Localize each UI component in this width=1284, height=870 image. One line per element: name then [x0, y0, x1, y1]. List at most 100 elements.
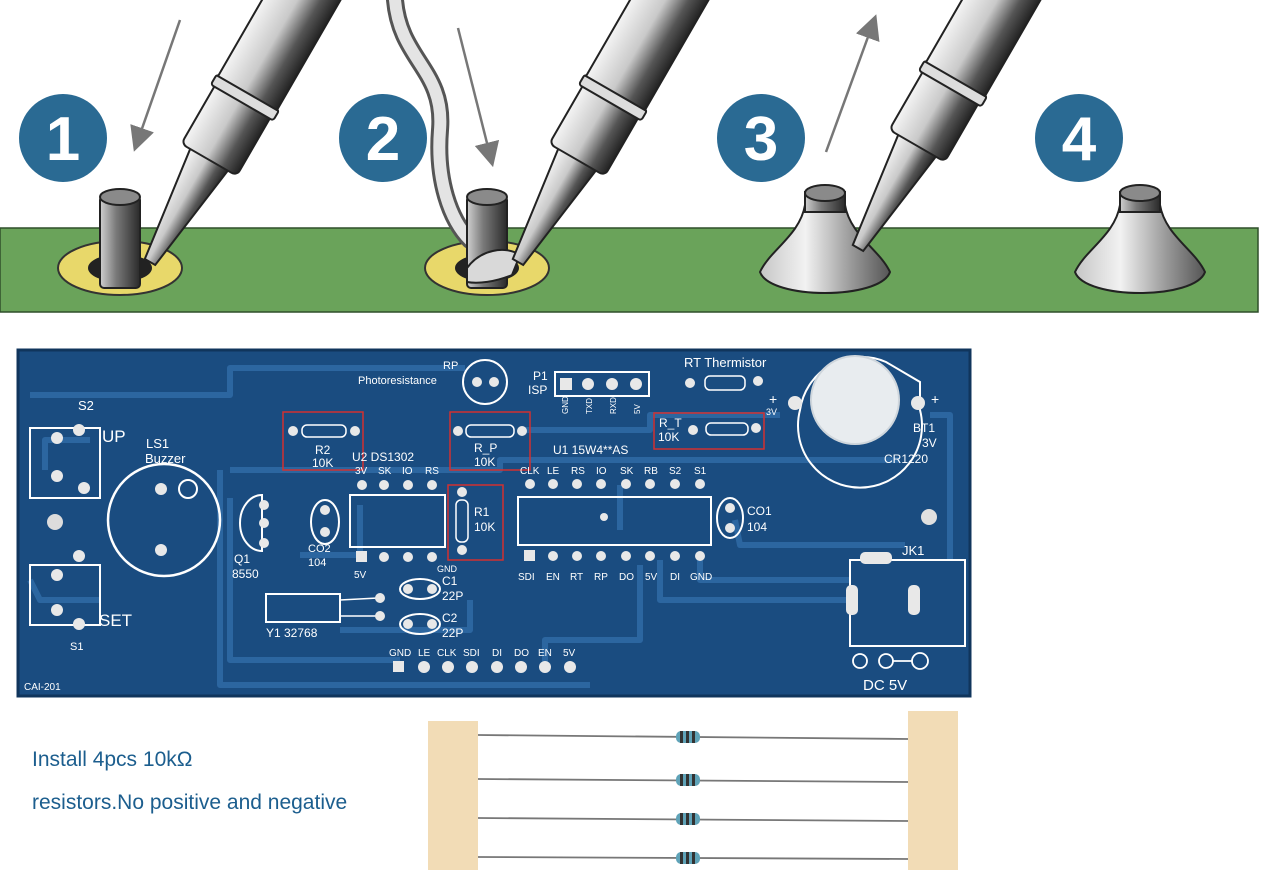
label-bt1-voltage: 3V	[922, 436, 937, 450]
label-u1-pin: S1	[694, 466, 707, 477]
label-isp-pin: TXD	[585, 398, 594, 414]
label-rt-thermistor: RT Thermistor	[684, 355, 767, 370]
label-header-pin: DO	[514, 648, 529, 659]
label-u1-pin: GND	[690, 572, 712, 583]
label-r2-value: 10K	[312, 456, 333, 470]
capacitor-co2	[310, 499, 340, 545]
capacitor-c1	[399, 578, 441, 600]
label-u1-pin: IO	[596, 466, 607, 477]
label-u1-pin: S2	[669, 466, 682, 477]
label-s2: S2	[78, 398, 94, 413]
label-header-pin: EN	[538, 648, 552, 659]
step-number-4: 4	[1062, 105, 1097, 174]
photoresistor-rp	[462, 359, 508, 405]
label-plus-left: +	[769, 391, 777, 407]
label-board-id: CAI-201	[24, 682, 61, 693]
caption-line-1: Install 4pcs 10kΩ	[32, 748, 193, 771]
label-isp: ISP	[528, 383, 547, 397]
label-r1: R1	[474, 505, 490, 519]
chip-u2	[349, 480, 446, 562]
step-number-2: 2	[366, 105, 400, 174]
step-2: 2	[339, 0, 714, 296]
label-bt1-type: CR1220	[884, 452, 928, 466]
label-up: UP	[102, 427, 126, 446]
label-jk1: JK1	[902, 543, 924, 558]
label-header-pin: SDI	[463, 648, 480, 659]
label-gnd: GND	[437, 564, 458, 574]
dc-jack-jk1	[846, 509, 966, 670]
label-header-pin: GND	[389, 648, 411, 659]
label-co2-value: 104	[308, 557, 326, 569]
resistor-r2	[282, 411, 364, 471]
pcb-layout: S2 UP LS1 Buzzer SET S1 CAI-201 R2 10K R…	[0, 318, 1284, 718]
header-isp	[554, 371, 650, 397]
label-q1-value: 8550	[232, 567, 259, 581]
label-u1-pin: RB	[644, 466, 658, 477]
resistor-r1	[447, 484, 504, 561]
resistor	[477, 774, 909, 786]
step-3: 3	[717, 0, 1054, 294]
switch-s2	[29, 424, 101, 499]
resistor	[477, 852, 909, 864]
label-u1-pin: EN	[546, 572, 560, 583]
label-set: SET	[99, 611, 132, 630]
soldering-steps-illustration: 1 2 3	[0, 0, 1259, 313]
label-header-pin: 5V	[563, 648, 576, 659]
label-p1: P1	[533, 369, 548, 383]
battery-holder-bt1	[788, 355, 925, 489]
resistor-r-t	[653, 412, 765, 450]
label-u1-pin: SDI	[518, 572, 535, 583]
label-r2: R2	[315, 443, 331, 457]
step-1: 1	[19, 0, 346, 296]
label-rp: RP	[443, 360, 458, 372]
label-u2: U2 DS1302	[352, 450, 414, 464]
label-c2-value: 22P	[442, 626, 463, 640]
label-dc-5v: DC 5V	[863, 677, 907, 694]
pcb-traces	[27, 365, 953, 688]
step-number-3: 3	[744, 105, 778, 174]
resistor-tape-strip	[428, 711, 958, 870]
label-header-pin: DI	[492, 648, 502, 659]
label-u1-pin: SK	[620, 466, 634, 477]
label-isp-pin: RXD	[609, 397, 618, 414]
step-4: 4	[1035, 94, 1207, 294]
label-u1-pin: LE	[547, 466, 560, 477]
resistor-r-p	[449, 411, 531, 471]
label-u1: U1 15W4**AS	[553, 443, 628, 457]
board-surface	[0, 227, 1259, 313]
label-3v: 3V	[766, 407, 777, 417]
crystal-y1	[265, 593, 385, 623]
thermistor-rt	[685, 375, 763, 391]
capacitor-co1	[716, 497, 744, 539]
label-u2-pin: 3V	[355, 466, 368, 477]
label-co1-value: 104	[747, 520, 767, 534]
resistor	[477, 731, 909, 743]
label-r-t: R_T	[659, 416, 682, 430]
capacitor-c2	[399, 613, 441, 635]
label-u2-pin: SK	[378, 466, 392, 477]
step-number-1: 1	[46, 105, 80, 174]
label-u2-pin: IO	[402, 466, 413, 477]
label-r-t-value: 10K	[658, 430, 679, 444]
label-r-p: R_P	[474, 441, 497, 455]
label-u1-pin: RS	[571, 466, 585, 477]
label-u1-pin: RP	[594, 572, 608, 583]
label-plus-right: +	[931, 391, 939, 407]
label-u1-pin: RT	[570, 572, 583, 583]
instruction-panel: Install 4pcs 10kΩ resistors.No positive …	[0, 705, 1284, 870]
buzzer-ls1	[106, 462, 222, 578]
label-co2: CO2	[308, 543, 331, 555]
label-u1-pin: 5V	[645, 572, 658, 583]
label-bt1: BT1	[913, 421, 935, 435]
label-isp-pin: 5V	[633, 404, 642, 414]
label-buzzer: Buzzer	[145, 451, 186, 466]
label-c1-value: 22P	[442, 589, 463, 603]
header-bottom	[393, 661, 576, 673]
caption-line-2: resistors.No positive and negative	[32, 791, 348, 814]
label-isp-pin: GND	[561, 396, 570, 414]
label-c2: C2	[442, 611, 458, 625]
label-c1: C1	[442, 574, 458, 588]
label-q1: Q1	[234, 552, 250, 566]
label-y1: Y1 32768	[266, 626, 318, 640]
switch-s1	[29, 550, 101, 630]
